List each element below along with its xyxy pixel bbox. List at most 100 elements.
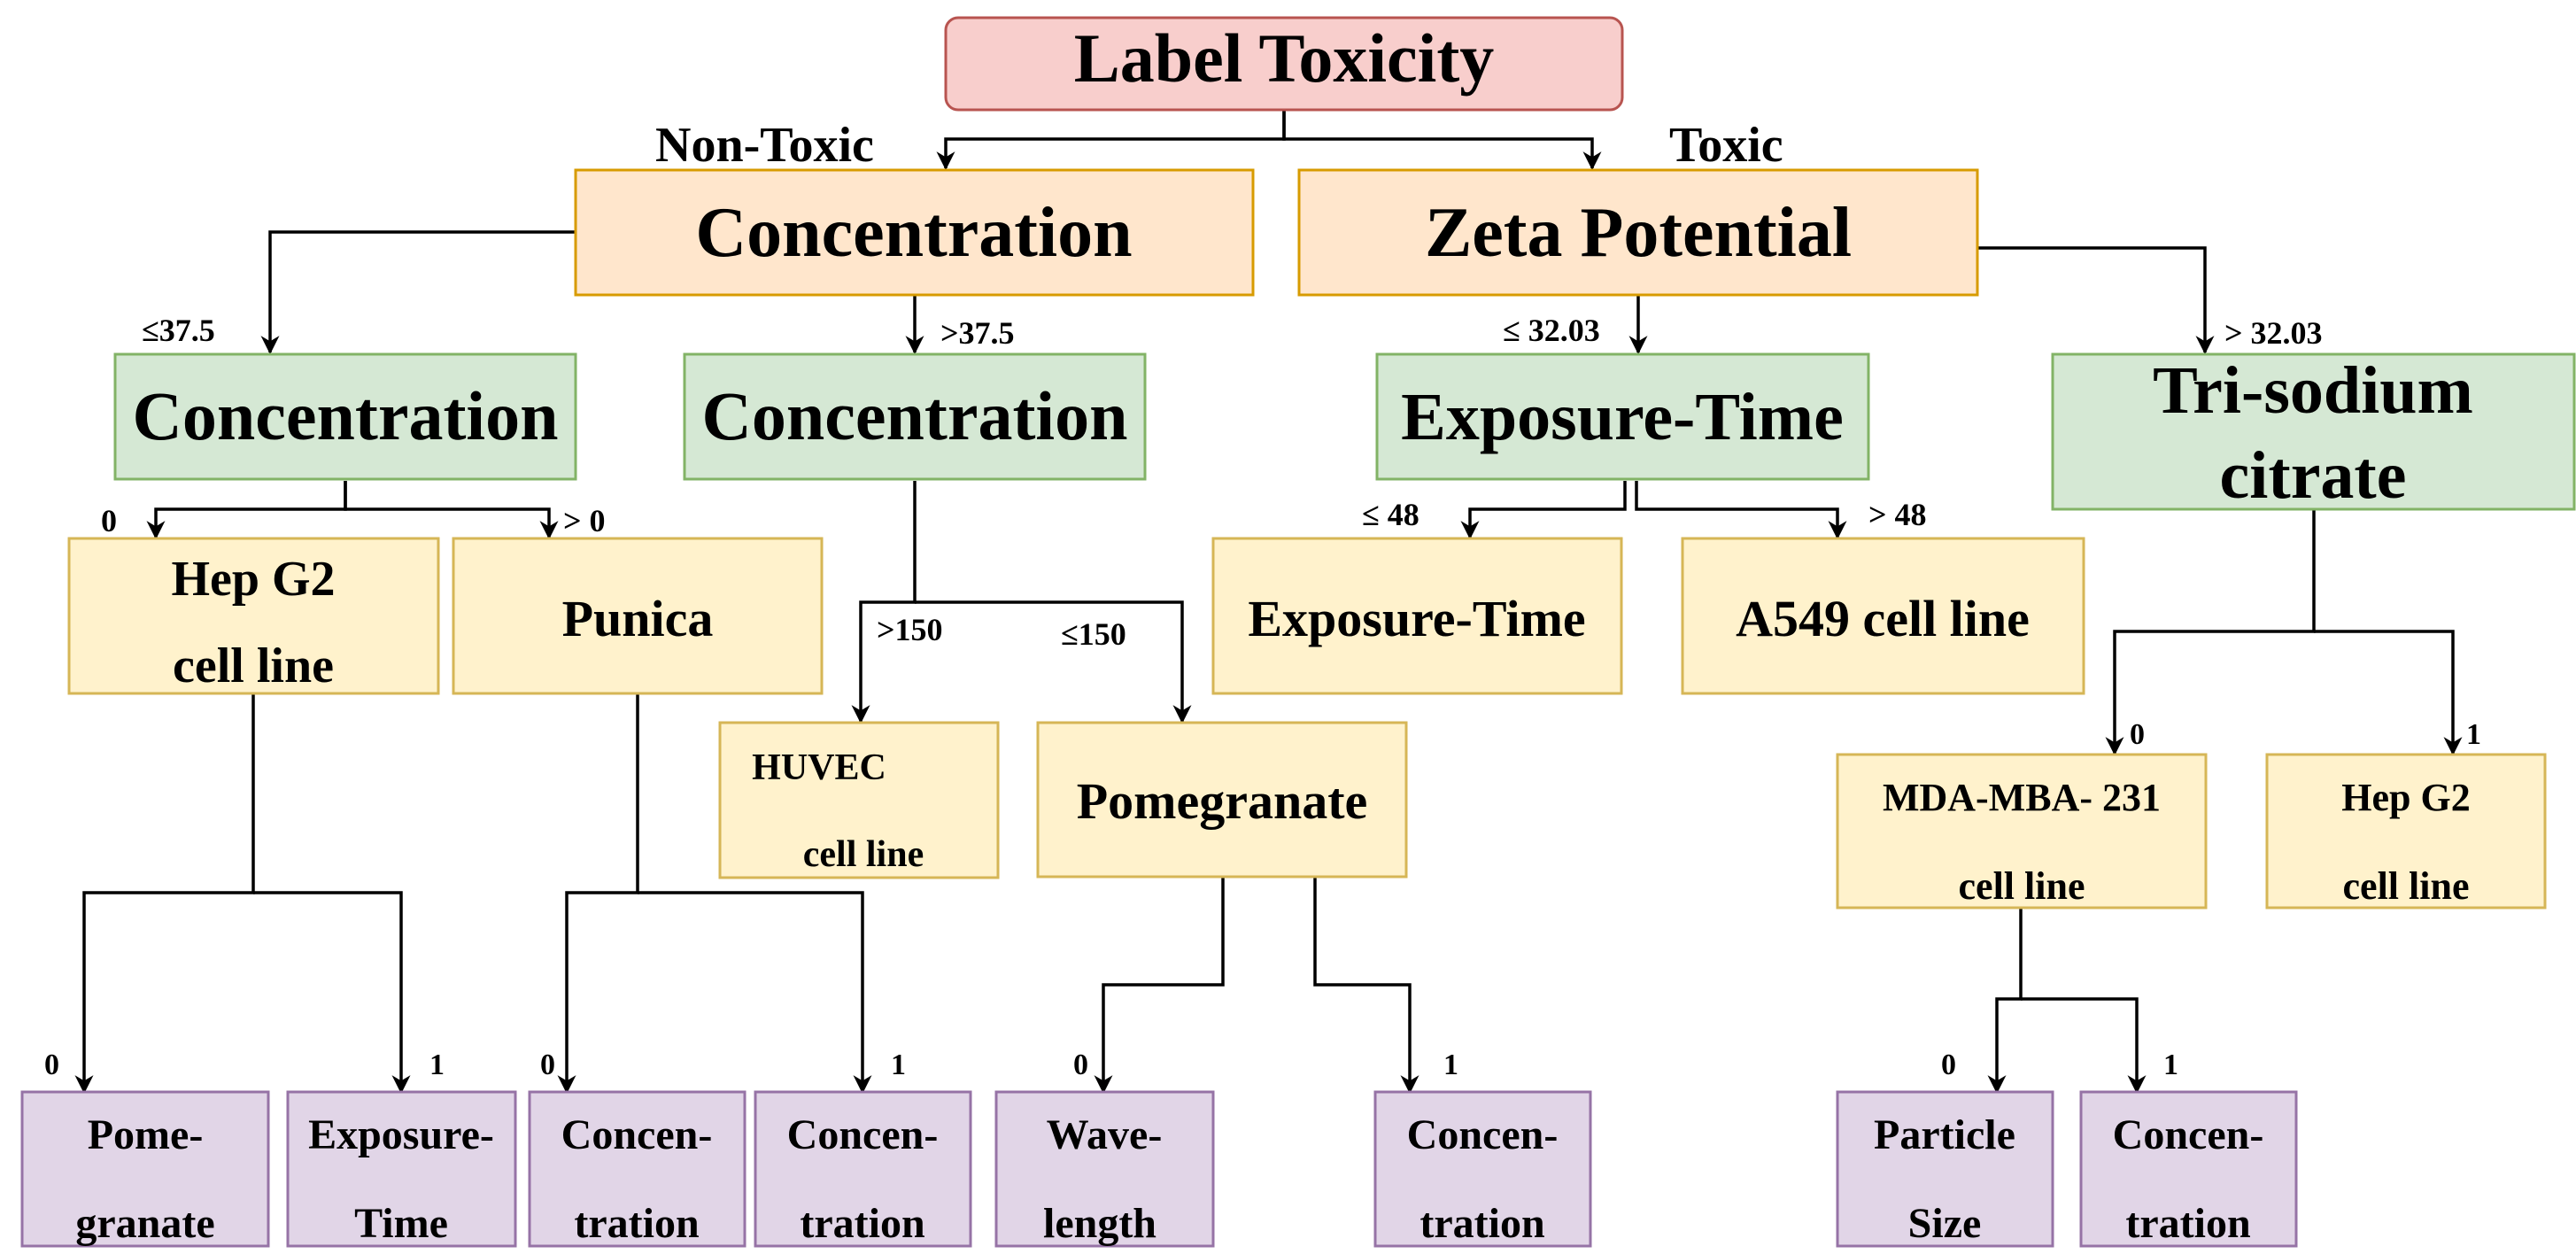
leaf-pomegranate-line2: granate xyxy=(75,1200,214,1247)
node-exposure-time-2-label: Exposure-Time xyxy=(1248,590,1585,647)
edge-conc-to-conc-low xyxy=(260,230,576,355)
edge-conc-low-to-hepg2 xyxy=(146,481,347,540)
edge-label-toxic: Toxic xyxy=(1669,118,1783,173)
edge-conc-high-to-pomegranate xyxy=(915,600,1192,724)
node-huvec-line1: HUVEC xyxy=(752,747,886,788)
edge-label-leaf-pome: 0 xyxy=(44,1049,59,1081)
edge-label-leaf-exp: 1 xyxy=(429,1049,445,1081)
leaf-concentration-3: Concen- tration xyxy=(1373,1090,1592,1248)
edge-zeta-to-tri-sodium xyxy=(1977,246,2215,355)
edge-label-leaf-conc-3: 1 xyxy=(1443,1049,1458,1081)
edge-label-conc-high: >37.5 xyxy=(940,315,1015,351)
leaf-exposure-time-line2: Time xyxy=(354,1200,448,1247)
node-a549-label: A549 cell line xyxy=(1736,590,2030,647)
node-concentration-label: Concentration xyxy=(695,194,1132,272)
leaf-concentration-1-line1: Concen- xyxy=(561,1111,713,1158)
leaf-wavelength-line2: length xyxy=(1043,1200,1156,1247)
edge-exp-time-to-exp-time-2 xyxy=(1460,481,1627,540)
node-pomegranate: Pomegranate xyxy=(1036,721,1408,879)
leaf-pomegranate: Pome- granate xyxy=(20,1090,270,1248)
edge-conc-high-to-huvec xyxy=(851,481,917,724)
edge-label-leaf-conc-4: 1 xyxy=(2163,1049,2178,1081)
node-hepg2-a-line1: Hep G2 xyxy=(171,552,335,607)
node-hepg2-a-line2: cell line xyxy=(173,639,334,693)
edge-label-tri-sodium: > 32.03 xyxy=(2224,315,2323,351)
node-concentration-low: Concentration xyxy=(113,352,577,481)
edge-labels: Non-Toxic Toxic ≤37.5 >37.5 ≤ 32.03 > 32… xyxy=(44,118,2481,1081)
leaf-particle-size-line1: Particle xyxy=(1874,1111,2015,1158)
node-a549: A549 cell line xyxy=(1681,537,2085,695)
leaf-concentration-1-line2: tration xyxy=(574,1200,699,1247)
leaf-concentration-1: Concen- tration xyxy=(528,1090,746,1248)
edge-label-pomegranate: ≤150 xyxy=(1061,616,1126,652)
node-huvec: HUVEC cell line xyxy=(718,721,1000,879)
edge-label-hepg2-a: 0 xyxy=(101,503,117,538)
node-zeta-potential: Zeta Potential xyxy=(1297,168,1979,297)
edge-label-conc-low: ≤37.5 xyxy=(142,313,215,348)
edge-label-non-toxic: Non-Toxic xyxy=(655,118,874,173)
leaf-concentration-2-line1: Concen- xyxy=(787,1111,939,1158)
node-hepg2-b-line2: cell line xyxy=(2343,864,2470,908)
edge-label-exp-time-2: ≤ 48 xyxy=(1362,497,1420,532)
node-concentration-high: Concentration xyxy=(683,352,1147,481)
node-tri-sodium-citrate: Tri-sodium citrate xyxy=(2051,352,2576,513)
leaf-wavelength: Wave- length xyxy=(994,1090,1215,1248)
edge-hepg2-to-leaf-exp xyxy=(253,891,411,1095)
node-exposure-time-label: Exposure-Time xyxy=(1401,380,1844,454)
edge-label-mda: 0 xyxy=(2130,718,2145,751)
leaf-wavelength-line1: Wave- xyxy=(1047,1111,1163,1158)
edge-label-punica: > 0 xyxy=(563,503,606,538)
leaf-concentration-4-line1: Concen- xyxy=(2113,1111,2264,1158)
node-hepg2-b: Hep G2 cell line xyxy=(2265,753,2547,910)
node-exposure-time-2: Exposure-Time xyxy=(1211,537,1623,695)
leaf-concentration-3-line2: tration xyxy=(1420,1200,1544,1247)
edge-conc-low-to-punica xyxy=(344,481,559,540)
edge-label-leaf-conc-1: 0 xyxy=(540,1049,555,1081)
edge-pomegranate-to-leaf-conc-3 xyxy=(1313,877,1420,1095)
node-huvec-line2: cell line xyxy=(803,834,924,875)
node-zeta-potential-label: Zeta Potential xyxy=(1425,194,1852,272)
edges xyxy=(74,110,2463,1095)
edge-tri-sodium-to-mda xyxy=(2105,510,2316,756)
edge-root-to-concentration xyxy=(936,110,1286,171)
node-mda-line2: cell line xyxy=(1959,864,2085,908)
edge-mda-to-leaf-particle xyxy=(1987,908,2023,1095)
node-punica-label: Punica xyxy=(562,590,714,647)
edge-label-a549: > 48 xyxy=(1868,497,1927,532)
edge-label-exp-time: ≤ 32.03 xyxy=(1503,313,1600,348)
edge-mda-to-leaf-conc-4 xyxy=(2021,997,2147,1095)
root-node-label: Label Toxicity xyxy=(1074,19,1495,97)
leaf-particle-size-line2: Size xyxy=(1908,1200,1982,1247)
edge-hepg2-to-leaf-pome xyxy=(74,693,255,1095)
node-hepg2-a: Hep G2 cell line xyxy=(67,537,440,695)
edge-label-leaf-particle: 0 xyxy=(1941,1049,1956,1081)
node-concentration-low-label: Concentration xyxy=(133,377,559,454)
node-hepg2-b-line1: Hep G2 xyxy=(2341,776,2470,819)
edge-pomegranate-to-leaf-wave xyxy=(1094,877,1225,1095)
node-exposure-time: Exposure-Time xyxy=(1375,352,1870,481)
edge-exp-time-to-a549 xyxy=(1635,481,1847,540)
leaf-concentration-3-line1: Concen- xyxy=(1407,1111,1559,1158)
nodes: Label Toxicity Concentration Zeta Potent… xyxy=(20,16,2576,1248)
leaf-exposure-time-line1: Exposure- xyxy=(308,1111,494,1158)
edge-label-leaf-conc-2: 1 xyxy=(891,1049,906,1081)
node-concentration: Concentration xyxy=(574,168,1255,297)
leaf-concentration-4-line2: tration xyxy=(2125,1200,2250,1247)
leaf-concentration-2: Concen- tration xyxy=(754,1090,972,1248)
leaf-exposure-time: Exposure- Time xyxy=(286,1090,517,1248)
node-punica: Punica xyxy=(452,537,824,695)
edge-label-hepg2-b: 1 xyxy=(2466,718,2481,751)
node-tri-sodium-citrate-line1: Tri-sodium xyxy=(2153,353,2473,428)
leaf-concentration-4: Concen- tration xyxy=(2079,1090,2298,1248)
edge-punica-to-leaf-conc-2 xyxy=(638,891,872,1095)
leaf-particle-size: Particle Size xyxy=(1836,1090,2054,1248)
leaf-concentration-2-line2: tration xyxy=(800,1200,924,1247)
leaf-pomegranate-line1: Pome- xyxy=(88,1111,204,1158)
node-mda-line1: MDA-MBA- 231 xyxy=(1883,776,2161,819)
node-mda-mba-231: MDA-MBA- 231 cell line xyxy=(1836,753,2208,910)
edge-root-to-zeta xyxy=(1282,110,1602,171)
node-concentration-high-label: Concentration xyxy=(702,377,1128,454)
root-node: Label Toxicity xyxy=(944,16,1624,112)
